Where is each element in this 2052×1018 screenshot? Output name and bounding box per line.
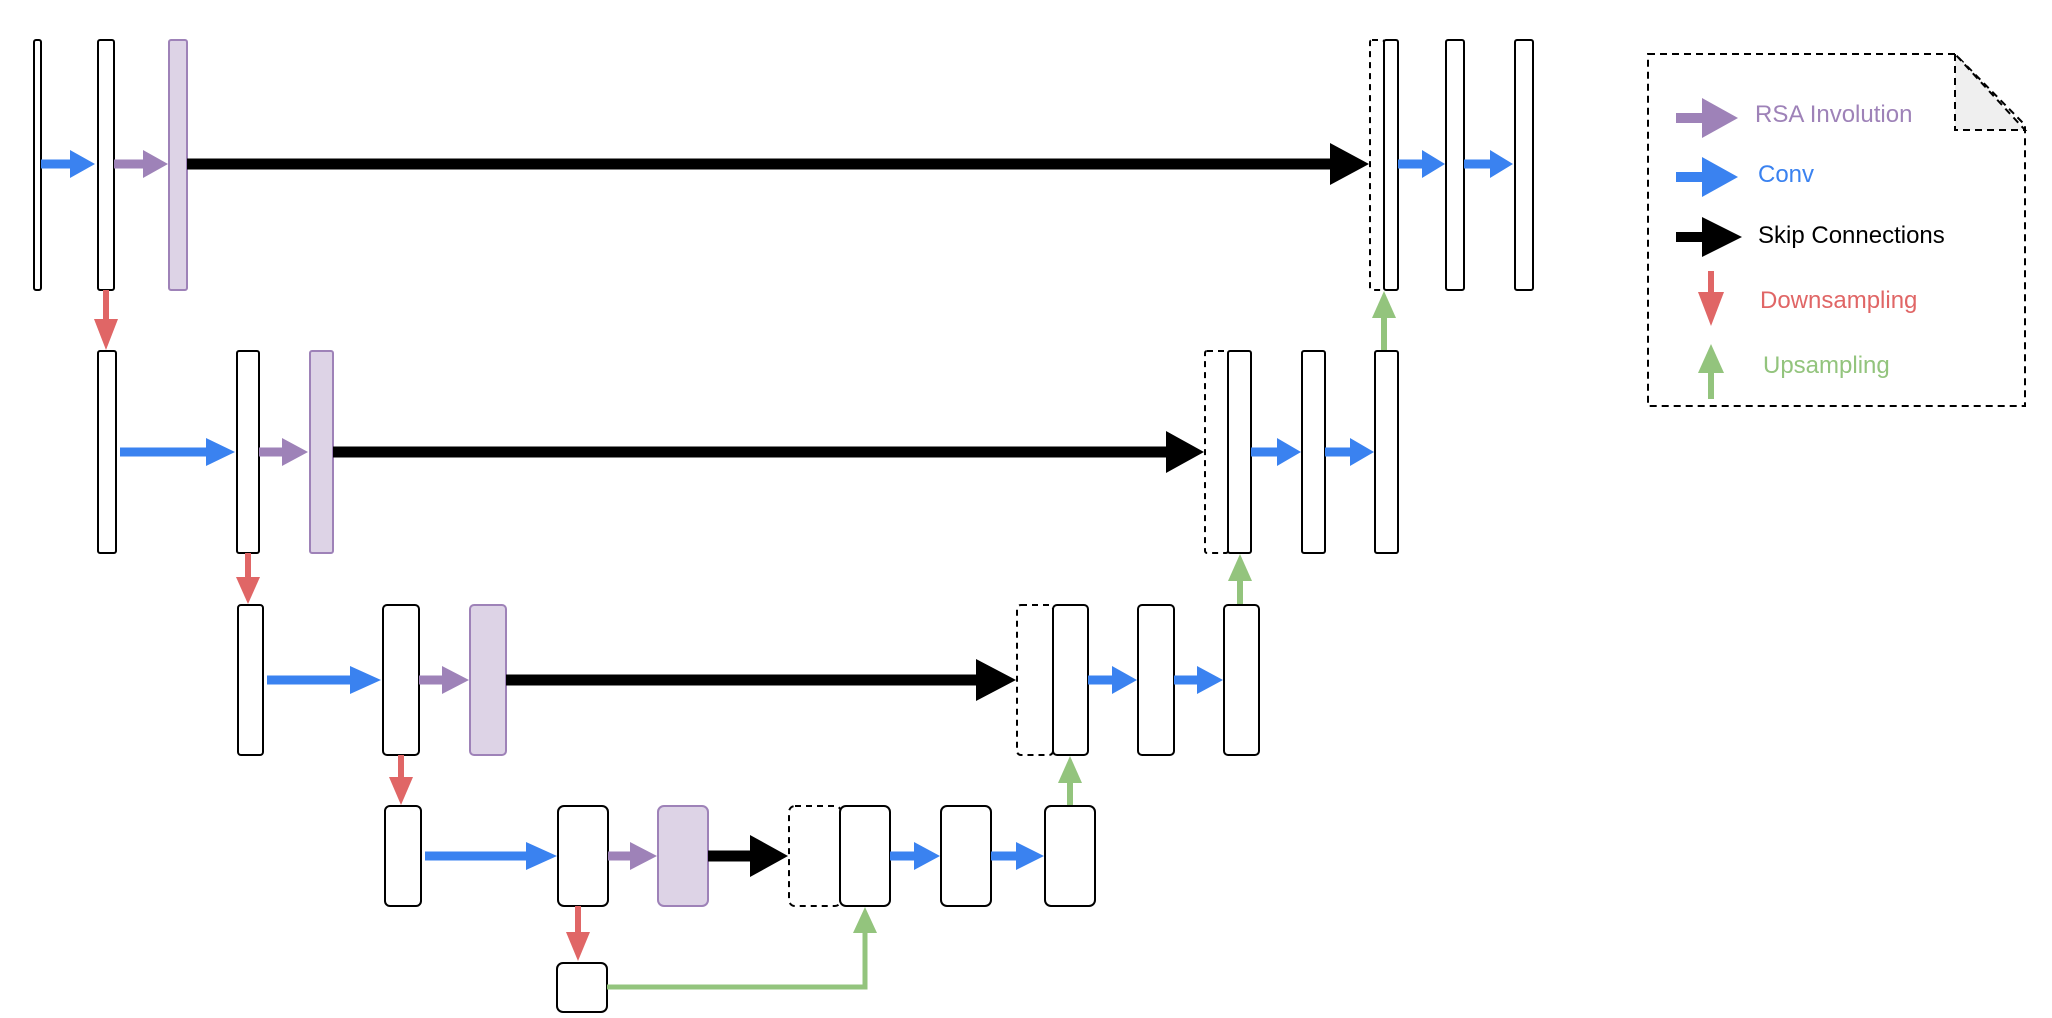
- decoder-block: [1445, 39, 1465, 291]
- legend-label: Skip Connections: [1758, 222, 1945, 249]
- decoder-block: [1052, 604, 1089, 756]
- downsampling-arrow-head: [236, 577, 260, 604]
- legend-item-skip-connections: Skip Connections: [1676, 217, 1945, 257]
- upsampling-arrow-head: [1372, 291, 1396, 318]
- conv-arrow-head: [1277, 438, 1301, 466]
- encoder-block: [237, 604, 264, 756]
- decoder-block: [1137, 604, 1175, 756]
- level-1: [33, 39, 1534, 291]
- legend-folded-corner: [1954, 51, 2028, 131]
- skip-connection-head: [1166, 431, 1204, 473]
- upsampling-arrow-head: [1058, 756, 1082, 783]
- concat-block-dashed: [1369, 39, 1385, 291]
- encoder-block: [97, 39, 115, 291]
- legend-label: Downsampling: [1760, 287, 1917, 314]
- upsampling-path: [607, 930, 868, 990]
- conv-arrow-head: [1016, 842, 1044, 870]
- level-2: [97, 350, 1399, 554]
- downsampling-arrow-head: [389, 777, 413, 805]
- conv-arrow-head: [1422, 150, 1445, 178]
- involution-block: [657, 805, 709, 907]
- involution-block: [168, 39, 188, 291]
- concat-block-dashed: [1204, 350, 1229, 554]
- downsampling-arrow-head: [566, 932, 590, 961]
- encoder-block: [384, 805, 422, 907]
- bottleneck-block: [556, 962, 608, 1013]
- legend-item-upsampling: Upsampling: [1698, 344, 1890, 399]
- conv-arrow-head: [70, 150, 95, 178]
- legend-item-conv: Conv: [1676, 157, 1814, 197]
- output-block: [1514, 39, 1534, 291]
- legend-label: Conv: [1758, 161, 1814, 188]
- conv-arrow-head: [1490, 150, 1513, 178]
- downsampling-legend-icon: [1698, 292, 1724, 326]
- encoder-block: [382, 604, 420, 756]
- legend-label: RSA Involution: [1755, 101, 1912, 128]
- conv-arrow-head: [350, 666, 381, 694]
- involution-arrow-head: [630, 842, 657, 870]
- concat-block-dashed: [1016, 604, 1054, 756]
- decoder-block: [1223, 604, 1260, 756]
- encoder-block: [97, 350, 117, 554]
- involution-arrow-head: [442, 666, 469, 694]
- conv-legend-icon: [1702, 157, 1738, 197]
- decoder-block: [1383, 39, 1399, 291]
- level-3: [237, 604, 1260, 756]
- decoder-block: [940, 805, 992, 907]
- involution-block: [469, 604, 507, 756]
- skip-legend-icon: [1702, 217, 1742, 257]
- encoder-block: [236, 350, 260, 554]
- decoder-block: [1044, 805, 1096, 907]
- skip-connection-head: [976, 659, 1016, 701]
- decoder-block: [1227, 350, 1252, 554]
- legend-frame: [1647, 53, 2026, 407]
- level-4: [384, 805, 1096, 907]
- legend-label: Upsampling: [1763, 352, 1890, 379]
- decoder-block: [1374, 350, 1399, 554]
- conv-arrow-head: [526, 842, 557, 870]
- involution-block: [309, 350, 334, 554]
- encoder-block: [557, 805, 609, 907]
- involution-arrow-head: [282, 438, 308, 466]
- conv-arrow-head: [206, 438, 235, 466]
- conv-arrow-head: [1112, 666, 1137, 694]
- skip-connection-head: [1330, 143, 1369, 185]
- upsampling-arrow-head: [1228, 554, 1252, 581]
- legend-item-rsa-involution: RSA Involution: [1676, 98, 1912, 138]
- conv-arrow-head: [1350, 438, 1374, 466]
- conv-arrow-head: [914, 842, 940, 870]
- concat-block-dashed: [788, 805, 842, 907]
- conv-arrow-head: [1197, 666, 1223, 694]
- decoder-block: [1301, 350, 1326, 554]
- downsampling-arrow-head: [94, 319, 118, 350]
- upsampling-legend-icon: [1698, 344, 1724, 373]
- legend-item-downsampling: Downsampling: [1698, 271, 1917, 326]
- legend: RSA Involution Conv Skip Connections Dow…: [1647, 51, 2028, 407]
- involution-legend-icon: [1702, 98, 1738, 138]
- skip-connection-head: [750, 835, 788, 877]
- involution-arrow-head: [143, 150, 168, 178]
- input-block: [33, 39, 42, 291]
- upsampling-arrow-head: [853, 907, 877, 933]
- decoder-block: [839, 805, 891, 907]
